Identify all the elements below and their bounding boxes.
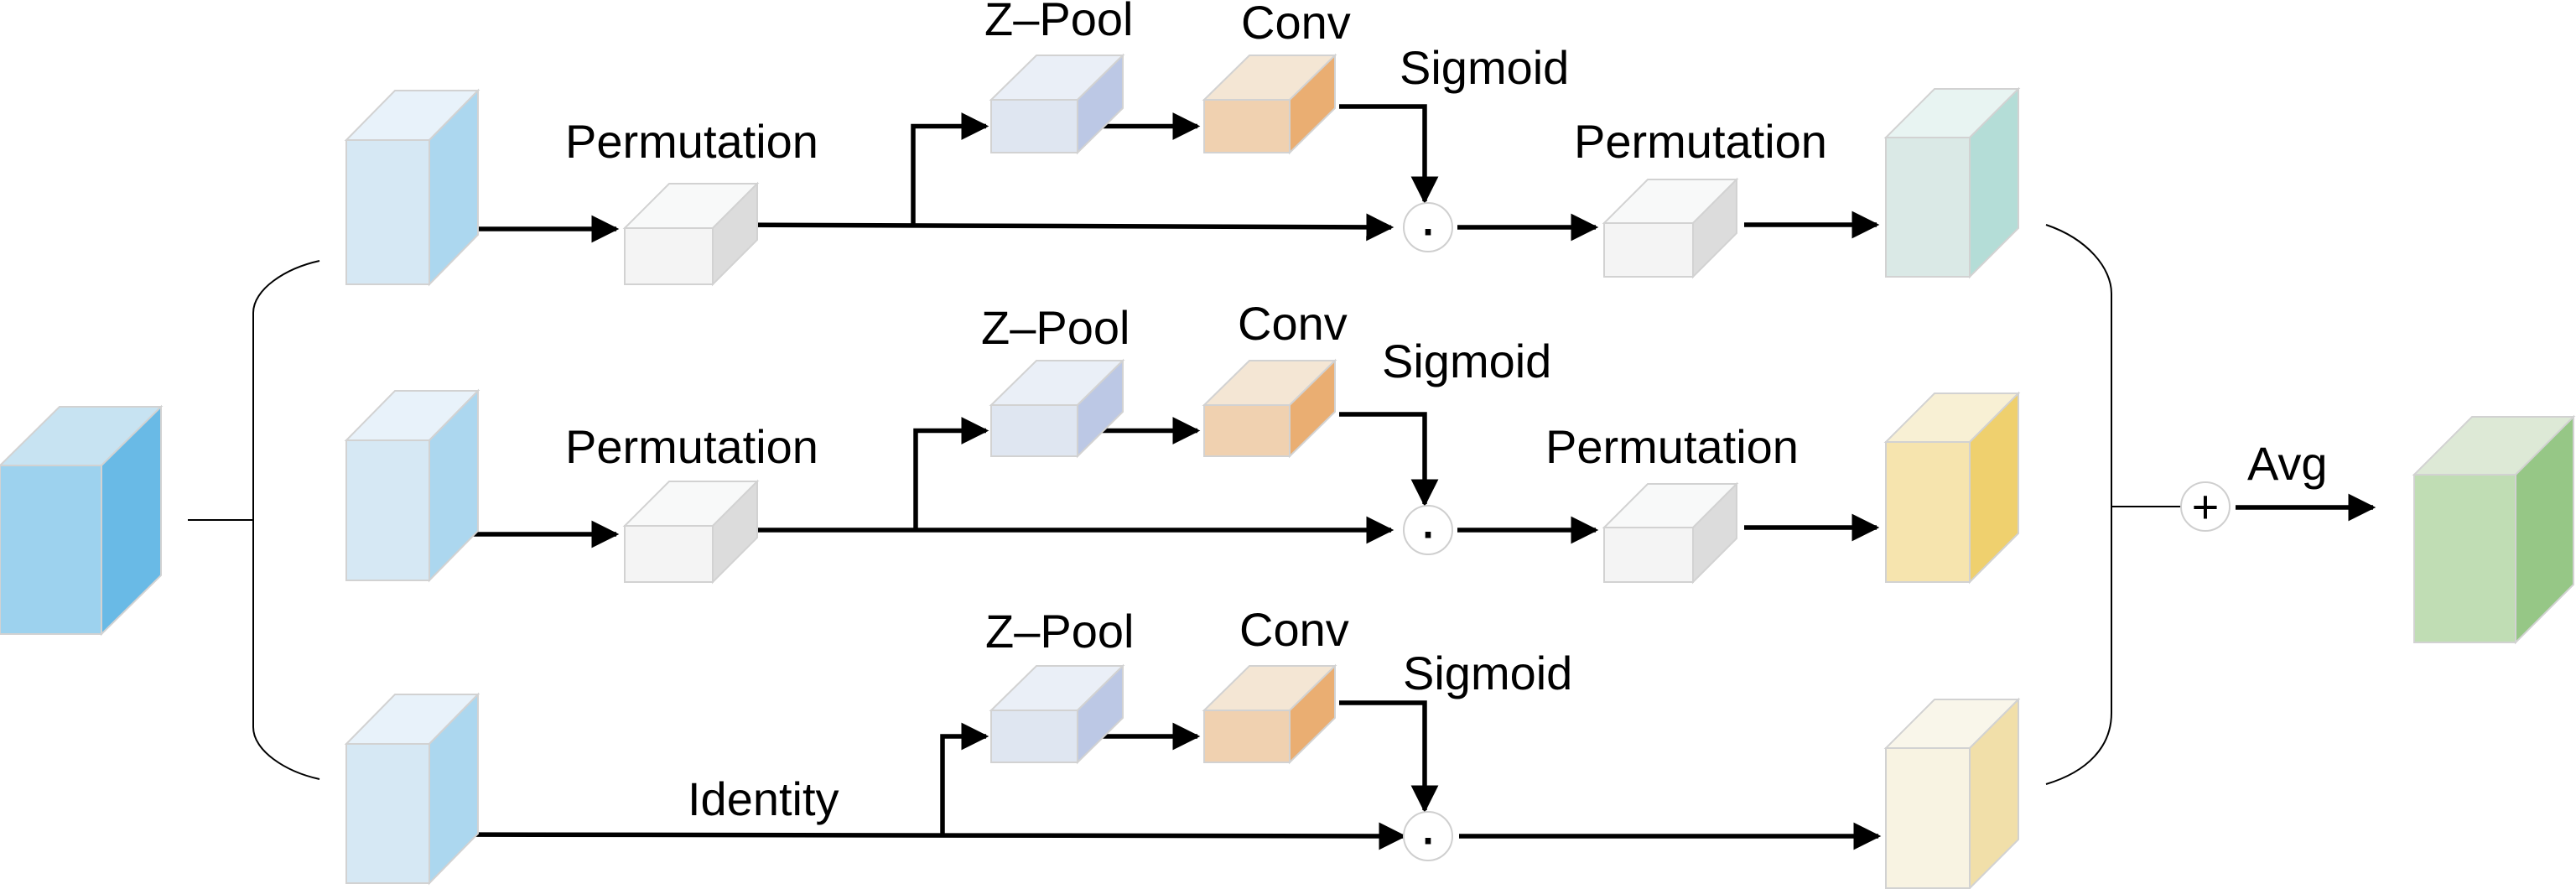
bottom-zpool-cube [989,663,1125,765]
bottom-branch-output-front-face [1885,747,1971,889]
top-pre-permutation-cube-front-face [624,227,714,285]
middle-branch-input-front-face [345,439,430,581]
top-branch-output-front-face [1885,137,1971,278]
top-zpool-cube-front-face [990,99,1078,153]
bottom-identity-label: Identity [688,772,839,825]
top-conv-label: Conv [1241,0,1351,49]
output-tensor [2412,414,2576,645]
top-post-permutation-cube-front-face [1603,222,1694,278]
bottom-sigmoid-label: Sigmoid [1403,647,1572,699]
avg-label: Avg [2247,437,2327,490]
top-sigmoid-label: Sigmoid [1400,41,1569,94]
top-post-permutation-label: Permutation [1574,115,1827,168]
bottom-conv-cube-front-face [1203,710,1291,763]
middle-branch-input [344,388,480,583]
bottom-conv-cube [1202,663,1337,765]
top-multiply-op-symbol: · [1418,195,1437,261]
middle-post-permutation-cube-front-face [1603,527,1694,583]
bottom-branch-input-front-face [345,743,430,884]
top-pre-permutation-label: Permutation [565,115,818,168]
middle-sigmoid-label: Sigmoid [1382,335,1551,387]
bottom-sigmoid-path [1339,700,1439,814]
input-tensor [0,404,164,637]
output-tensor-front-face [2413,474,2516,643]
middle-pre-permutation-label: Permutation [565,420,818,473]
bottom-zpool-label: Z–Pool [985,605,1134,658]
top-branch-input [344,88,480,287]
middle-multiply-op-circle [1403,505,1453,555]
middle-pre-permutation-cube-front-face [624,525,714,583]
middle-pre-permutation-cube [622,479,760,585]
middle-conv-cube [1202,358,1337,459]
sum-op: + [2180,481,2231,533]
middle-sigmoid-path [1339,412,1439,507]
middle-arrow-to-zpool [913,417,989,530]
top-zpool-label: Z–Pool [984,0,1133,45]
middle-branch-output-front-face [1885,441,1971,583]
middle-multiply-op-symbol: · [1418,498,1437,564]
top-sigmoid-path [1339,104,1439,205]
top-conv-cube [1202,53,1337,155]
middle-multiply-op: · [1403,498,1453,564]
middle-post-permutation-label: Permutation [1545,420,1799,473]
top-arrow-to-zpool [911,112,989,225]
bottom-multiply-op: · [1403,804,1453,870]
middle-conv-cube-front-face [1203,404,1291,457]
top-multiply-op-circle [1403,202,1453,252]
top-pre-permutation-cube [622,181,760,287]
middle-post-permutation-cube [1602,481,1739,585]
bottom-multiply-op-circle [1403,811,1453,861]
input-tensor-front-face [0,465,102,635]
middle-branch-output [1883,391,2021,585]
top-main-path [719,213,1394,242]
sum-op-symbol: + [2192,481,2220,533]
top-branch-output [1883,86,2021,279]
middle-zpool-cube [989,358,1125,459]
top-post-permutation-cube [1602,177,1739,279]
operators: · · · + [1403,195,2231,870]
sum-op-circle [2180,481,2231,532]
top-branch-input-front-face [345,139,430,285]
top-multiply-op: · [1403,195,1453,261]
middle-conv-label: Conv [1238,297,1348,350]
bottom-conv-label: Conv [1239,603,1349,656]
bottom-multiply-op-symbol: · [1418,804,1437,870]
split-bracket [252,260,320,780]
bottom-identity-path [430,822,1407,850]
merge-bracket [2045,224,2112,785]
bottom-zpool-cube-front-face [990,710,1078,763]
bottom-branch-output [1883,697,2021,889]
top-zpool-cube [989,53,1125,155]
middle-zpool-cube-front-face [990,404,1078,457]
tensor-blocks [0,53,2576,889]
bottom-arrow-to-zpool [940,722,989,834]
bottom-branch-input [344,692,480,886]
top-conv-cube-front-face [1203,99,1291,153]
middle-zpool-label: Z–Pool [981,301,1130,354]
